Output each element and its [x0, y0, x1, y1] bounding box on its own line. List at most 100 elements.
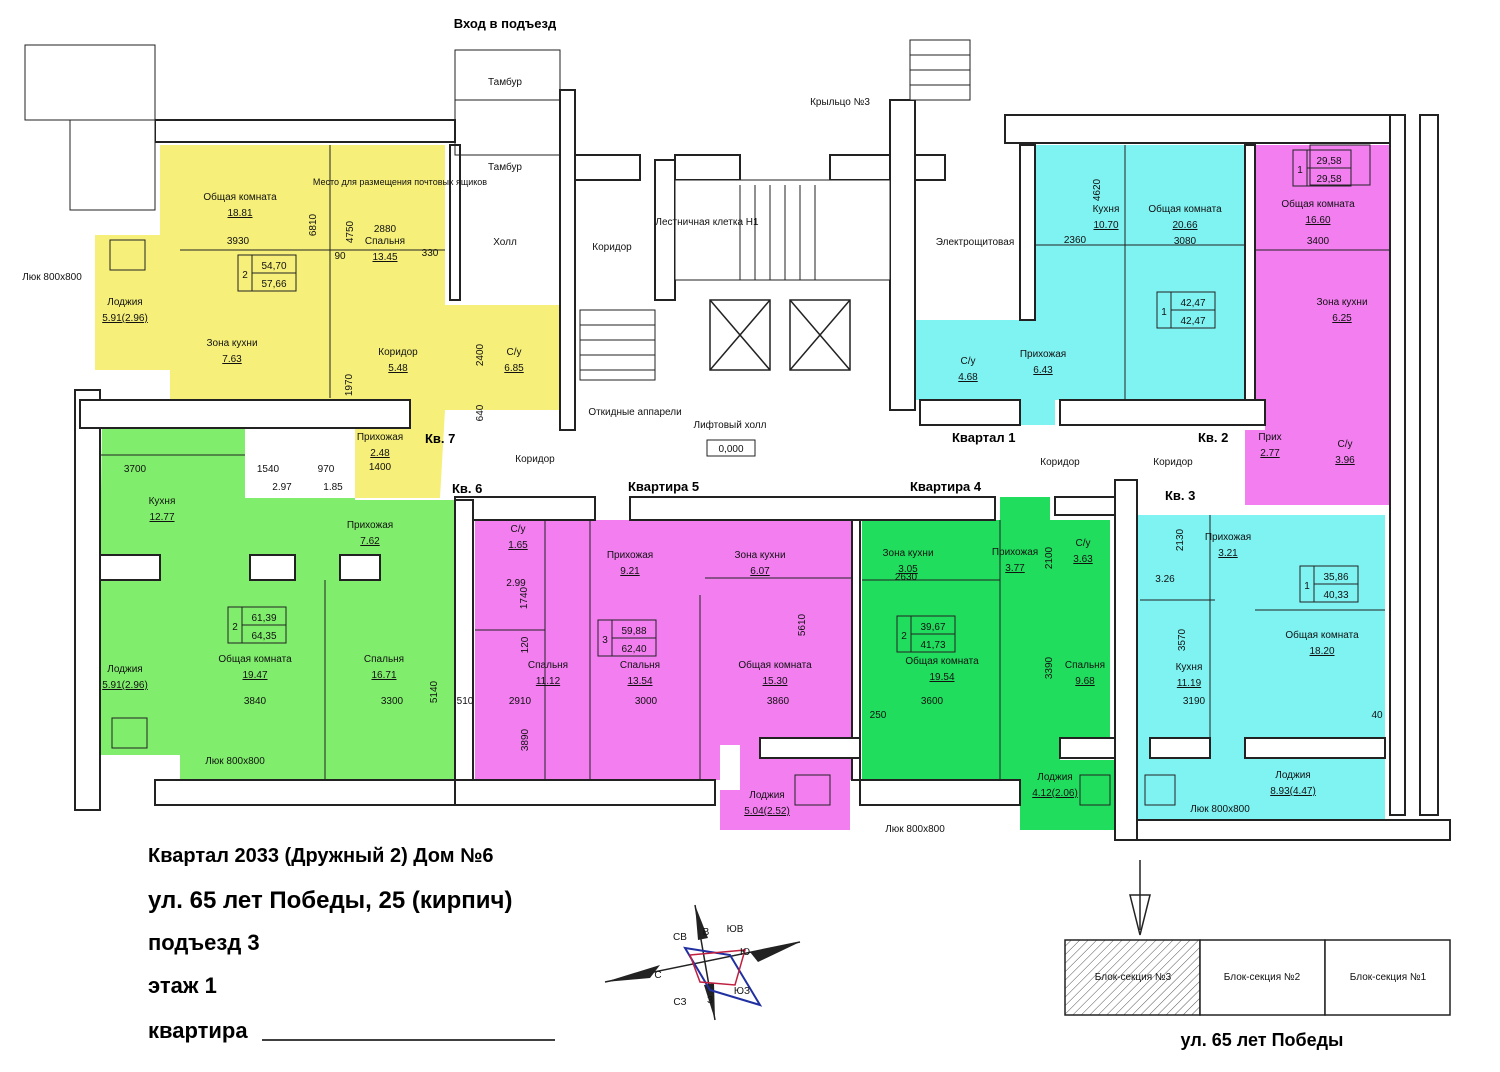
dimension-d2880: 2880 [374, 224, 397, 235]
room-name-d3: С/у [1076, 538, 1091, 549]
room-name-g3: Общая комната [218, 653, 292, 665]
dimension-d970: 970 [318, 464, 335, 475]
dimension-d4620: 4620 [1092, 178, 1103, 201]
room-name-p3: Прих [1258, 432, 1281, 443]
dimension-d3890: 3890 [520, 728, 531, 751]
room-name-m7: Лоджия [749, 790, 784, 801]
area-box-rooms-kv6: 2 [232, 622, 238, 633]
room-name-b1: Прихожая [1205, 532, 1251, 543]
dimension-d3390: 3390 [1044, 656, 1055, 679]
dimension-d120: 120 [520, 636, 531, 653]
apartment-4-zone [862, 497, 1110, 780]
room-name-y6: Прихожая [357, 432, 403, 443]
footer-line-1: Квартал 2033 (Дружный 2) Дом №6 [148, 845, 494, 867]
room-name-y7: Лоджия [107, 297, 142, 308]
dimension-d640: 640 [475, 404, 486, 421]
dimension-d2360: 2360 [1064, 235, 1087, 246]
electrical-room-label: Электрощитовая [936, 237, 1014, 248]
room-name-b2: Общая комната [1285, 629, 1359, 641]
room-name-m3: Зона кухни [734, 550, 785, 561]
room-name-d4: Общая комната [905, 655, 979, 667]
room-name-p4: С/у [1338, 439, 1353, 450]
apartment-5-label: Квартира 5 [628, 479, 699, 494]
dimension-d3080: 3080 [1174, 236, 1197, 247]
footer-line-4: этаж 1 [148, 973, 217, 998]
room-name-p2: Зона кухни [1316, 297, 1367, 308]
room-name-d5: Спальня [1065, 660, 1105, 671]
room-area-y7: 5.91(2.96) [102, 313, 148, 324]
room-area-p4: 3.96 [1335, 455, 1355, 466]
room-area-m7: 5.04(2.52) [744, 806, 790, 817]
area-box-total-kv1: 42,47 [1180, 316, 1205, 327]
room-name-m5: Спальня [620, 660, 660, 671]
room-name-y5: С/у [507, 347, 522, 358]
area-box-rooms-kv1: 1 [1161, 307, 1167, 318]
room-area-m3: 6.07 [750, 566, 770, 577]
room-area-d6: 4.12(2.06) [1032, 788, 1078, 799]
room-name-d6: Лоджия [1037, 772, 1072, 783]
room-area-c2: 20.66 [1172, 220, 1197, 231]
site-plan: Блок-секция №3 Блок-секция №2 Блок-секци… [1064, 860, 1451, 1050]
block-section-1-label: Блок-секция №1 [1350, 972, 1427, 983]
room-name-g1: Кухня [149, 496, 176, 507]
room-name-g4: Спальня [364, 654, 404, 665]
walls [74, 89, 1451, 841]
dimension-d2400: 2400 [475, 343, 486, 366]
corridor-right-2-label: Коридор [1153, 457, 1193, 468]
room-name-b4: Лоджия [1275, 770, 1310, 781]
dimension-d3000: 3000 [635, 696, 658, 707]
area-box-total-kv4: 41,73 [920, 640, 945, 651]
room-name-b3: Кухня [1176, 662, 1203, 673]
area-box-living-kv3: 35,86 [1323, 572, 1348, 583]
dimension-d330: 330 [422, 248, 439, 259]
block-section-3 [1064, 939, 1201, 1016]
area-box-living-kv5: 59,88 [621, 626, 646, 637]
folding-ramps-label: Откидные аппарели [588, 407, 681, 418]
room-area-m1: 1.65 [508, 540, 528, 551]
footer-line-5: квартира [148, 1018, 248, 1043]
stairwell-label: Лестничная клетка Н1 [655, 217, 759, 228]
room-area-p3: 2.77 [1260, 448, 1280, 459]
street-label: ул. 65 лет Победы [1181, 1030, 1344, 1050]
compass-s: З [707, 995, 713, 1006]
dimension-d1970: 1970 [344, 373, 355, 396]
apartment-3-label: Кв. 3 [1165, 488, 1195, 503]
hatches [109, 144, 1371, 806]
apartment-6-label: Кв. 6 [452, 481, 482, 496]
dimension-d40: 40 [1371, 710, 1383, 721]
room-area-c4: 6.43 [1033, 365, 1053, 376]
room-area-y4: 5.48 [388, 363, 408, 374]
area-box-total-kv6: 64,35 [251, 631, 276, 642]
room-name-g5: Лоджия [107, 664, 142, 675]
room-name-m2: Прихожая [607, 550, 653, 561]
dimension-d185: 1.85 [323, 482, 343, 493]
room-area-g2: 7.62 [360, 536, 380, 547]
dimension-d3570: 3570 [1177, 628, 1188, 651]
compass-n: В [703, 927, 710, 938]
area-box-rooms-kv4: 2 [901, 631, 907, 642]
apartment-7-label: Кв. 7 [425, 431, 455, 446]
entrance-area [454, 49, 561, 156]
hall-label: Холл [493, 237, 517, 248]
dimension-d2130: 2130 [1175, 528, 1186, 551]
room-area-c1: 10.70 [1093, 220, 1118, 231]
dimension-d3930: 3930 [227, 236, 250, 247]
footer-line-2: ул. 65 лет Победы, 25 (кирпич) [148, 887, 512, 914]
level-mark-box [706, 439, 756, 457]
area-box-rooms-kv2: 1 [1297, 165, 1303, 176]
area-box-rooms-kv7: 2 [242, 270, 248, 281]
room-name-d1: Зона кухни [882, 548, 933, 559]
apartment-1-label: Квартал 1 [952, 430, 1015, 445]
room-name-m4: Спальня [528, 660, 568, 671]
dimension-d1740: 1740 [519, 586, 530, 609]
dimension-d2100: 2100 [1044, 546, 1055, 569]
dimension-d3600: 3600 [921, 696, 944, 707]
apartment-7-zone [95, 145, 560, 498]
room-name-y3: Зона кухни [206, 338, 257, 349]
tambur-2-label: Тамбур [488, 161, 522, 173]
room-name-d2: Прихожая [992, 547, 1038, 558]
dimension-d297: 2.97 [272, 482, 292, 493]
room-area-y6: 2.48 [370, 448, 390, 459]
